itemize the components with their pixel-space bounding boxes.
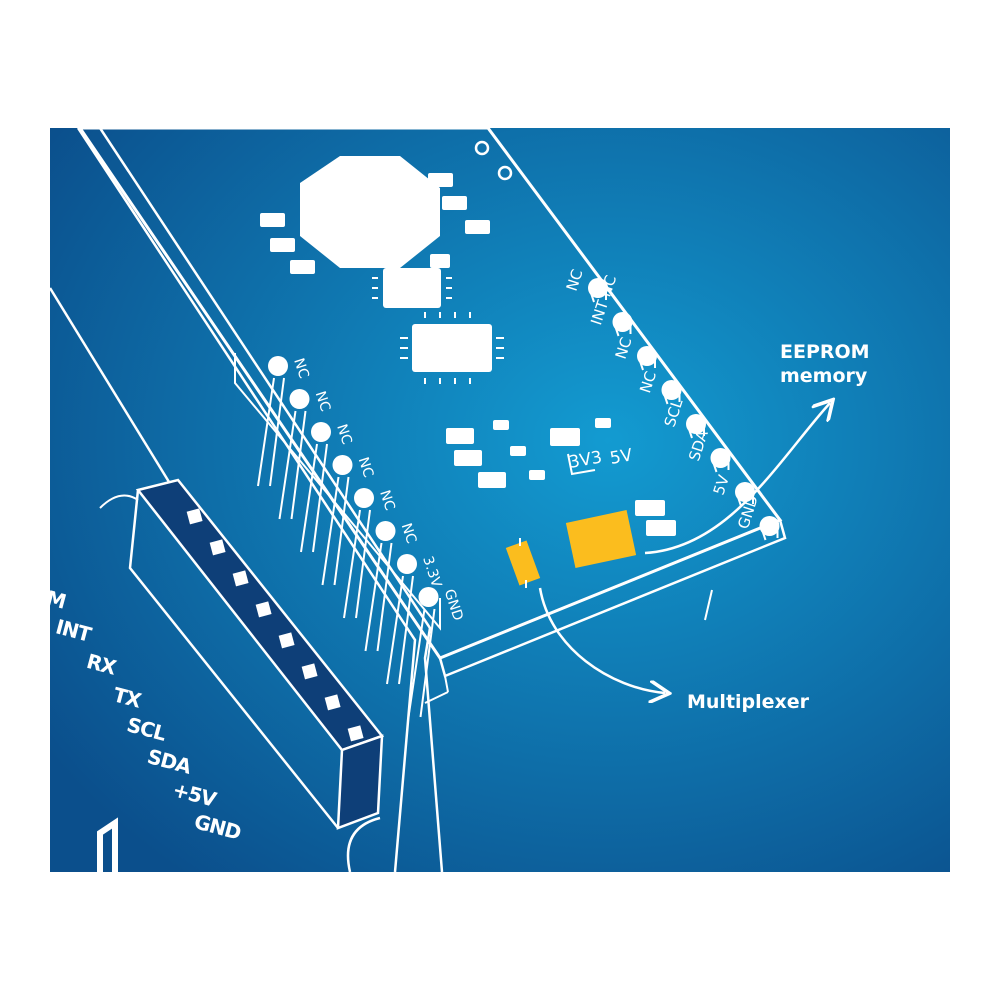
background [50, 128, 950, 872]
small-ic-top [383, 268, 441, 308]
socket-holes [186, 508, 364, 742]
left-pin-solder [332, 455, 353, 475]
left-pin-solder [375, 521, 396, 541]
eeprom-callout-line1: EEPROM [780, 341, 870, 363]
left-pin-solder [311, 422, 331, 442]
socket-hole [232, 570, 249, 587]
right-pin-solder [686, 414, 706, 434]
socket-hole [301, 663, 318, 680]
multiplexer-arrow [538, 587, 665, 693]
socket-hole [255, 601, 272, 618]
left-pin-solder [354, 488, 374, 508]
left-pin: NC [300, 422, 355, 553]
right-pin-label: NC [563, 267, 587, 293]
main-ic [300, 156, 440, 268]
multiplexer-callout: Multiplexer [687, 691, 810, 713]
right-pin: NC [563, 267, 608, 303]
left-pin-label: NC [376, 488, 398, 512]
left-pin: NC [321, 455, 377, 586]
components [260, 156, 676, 536]
socket-hole [278, 632, 295, 649]
eeprom-callout-line2: memory [780, 365, 868, 387]
left-pin-label: NC [398, 521, 420, 545]
left-pin: NC [278, 389, 334, 520]
right-pin-solder [637, 346, 657, 366]
socket-hole [186, 508, 203, 525]
right-pin-label: 5V [710, 472, 733, 497]
right-pin-solder [612, 312, 633, 332]
socket-hole [347, 725, 364, 742]
left-pin-solder [418, 587, 439, 607]
eeprom-chip [565, 510, 637, 568]
socket-hole [209, 539, 226, 556]
right-pin-label: NC [612, 335, 636, 361]
eeprom-arrow [644, 403, 830, 555]
jumper-label-5v: 5V [608, 445, 634, 469]
right-pin-solder [710, 448, 731, 468]
left-pin-label: NC [312, 389, 334, 413]
mounting-holes [474, 140, 513, 181]
multiplexer-chip [505, 538, 541, 588]
pin1-marker [97, 817, 118, 872]
right-pin: NC [612, 335, 657, 371]
click-board [78, 128, 787, 704]
socket-hole [324, 694, 341, 711]
right-pin-solder [588, 278, 608, 298]
chip-pins [372, 277, 504, 384]
right-pin-solder [661, 380, 682, 400]
mainboard-outline [50, 128, 444, 872]
right-pin-solder [759, 516, 780, 536]
left-pin-label: NC [290, 356, 312, 380]
qfn-ic [412, 324, 492, 372]
eeprom-callout: EEPROM memory [780, 340, 870, 388]
left-pin-solder [268, 356, 288, 376]
left-pin-label: NC [355, 455, 377, 479]
right-pin-label: NC [636, 369, 660, 395]
left-pin-label: NC [333, 422, 355, 446]
left-pin-solder [397, 554, 417, 574]
left-pin: NC [364, 521, 420, 652]
left-pin: NC [343, 488, 398, 619]
right-pin: NC [636, 369, 682, 405]
left-pin-solder [289, 389, 310, 409]
